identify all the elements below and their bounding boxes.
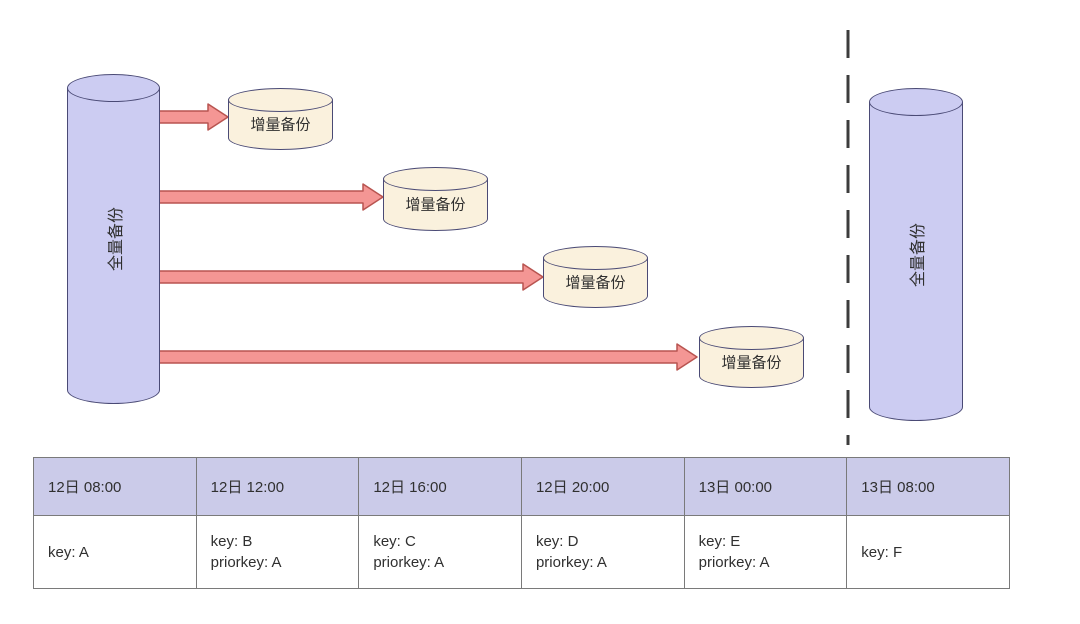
table-cell: key: E priorkey: A — [683, 515, 848, 589]
cylinder-top-ellipse — [383, 167, 488, 191]
key-value: key: D — [535, 533, 579, 550]
table-header-cell: 12日 08:00 — [33, 457, 197, 516]
priorkey-value: priorkey: A — [373, 554, 445, 571]
table-header-cell: 12日 16:00 — [358, 457, 522, 516]
priorkey-value: priorkey: A — [698, 554, 770, 571]
arrow-right-icon — [158, 183, 384, 211]
incremental-backup-label: 增量备份 — [565, 274, 626, 292]
table-cell: key: D priorkey: A — [520, 515, 685, 589]
key-value: key: C — [373, 533, 416, 550]
table-cell: key: F — [846, 515, 1010, 589]
cylinder-body — [67, 88, 160, 404]
dashed-divider — [846, 30, 850, 445]
incremental-backup-cylinder-3: 增量备份 — [543, 246, 648, 308]
incremental-backup-cylinder-1: 增量备份 — [228, 88, 333, 150]
key-value: key: A — [48, 543, 89, 561]
cylinder-body — [869, 102, 963, 421]
incremental-backup-label: 增量备份 — [250, 116, 311, 134]
table-header-cell: 13日 00:00 — [683, 457, 848, 516]
incremental-backup-label: 增量备份 — [405, 196, 466, 214]
table-header-row: 12日 08:00 12日 12:00 12日 16:00 12日 20:00 … — [33, 457, 1010, 516]
table-header-cell: 12日 12:00 — [195, 457, 360, 516]
incremental-backup-label: 增量备份 — [721, 354, 782, 372]
backup-key-table: 12日 08:00 12日 12:00 12日 16:00 12日 20:00 … — [33, 457, 1010, 589]
cylinder-top-ellipse — [228, 88, 333, 112]
incremental-backup-cylinder-2: 增量备份 — [383, 167, 488, 231]
table-cell: key: C priorkey: A — [358, 515, 522, 589]
arrow-right-icon — [158, 343, 698, 371]
arrow-right-icon — [158, 263, 544, 291]
priorkey-value: priorkey: A — [535, 554, 607, 571]
incremental-backup-cylinder-4: 增量备份 — [699, 326, 804, 388]
full-backup-cylinder-left: 全量备份 — [67, 74, 160, 404]
table-cell: key: A — [33, 515, 197, 589]
cylinder-top-ellipse — [869, 88, 963, 116]
full-backup-cylinder-right: 全量备份 — [869, 88, 963, 421]
cylinder-top-ellipse — [543, 246, 648, 270]
table-cell: key: B priorkey: A — [195, 515, 360, 589]
table-header-cell: 13日 08:00 — [846, 457, 1010, 516]
arrow-right-icon — [158, 103, 229, 131]
priorkey-value: priorkey: A — [210, 554, 282, 571]
full-backup-right-label: 全量备份 — [910, 222, 927, 287]
key-value: key: E — [698, 533, 741, 550]
key-value: key: F — [861, 543, 903, 561]
full-backup-left-label: 全量备份 — [107, 206, 125, 272]
table-header-cell: 12日 20:00 — [520, 457, 685, 516]
key-value: key: B — [210, 533, 253, 550]
cylinder-top-ellipse — [67, 74, 160, 102]
cylinder-top-ellipse — [699, 326, 804, 350]
table-body-row: key: A key: B priorkey: A key: C priorke… — [33, 515, 1010, 589]
